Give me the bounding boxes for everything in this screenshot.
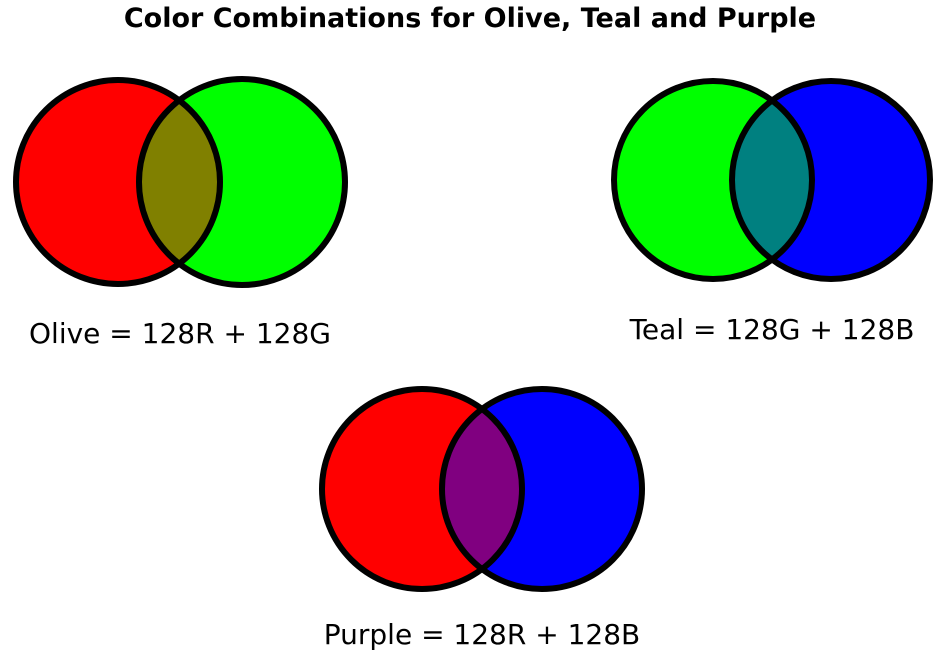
olive-label: Olive = 128R + 128G — [29, 317, 331, 350]
olive-intersection — [139, 80, 220, 284]
olive-venn — [13, 76, 348, 288]
diagram-title: Color Combinations for Olive, Teal and P… — [124, 3, 816, 34]
teal-venn — [611, 78, 933, 282]
purple-intersection — [442, 389, 522, 589]
purple-venn — [319, 386, 645, 592]
teal-label: Teal = 128G + 128B — [629, 313, 915, 346]
teal-intersection — [732, 81, 812, 279]
purple-label: Purple = 128R + 128B — [324, 618, 641, 651]
